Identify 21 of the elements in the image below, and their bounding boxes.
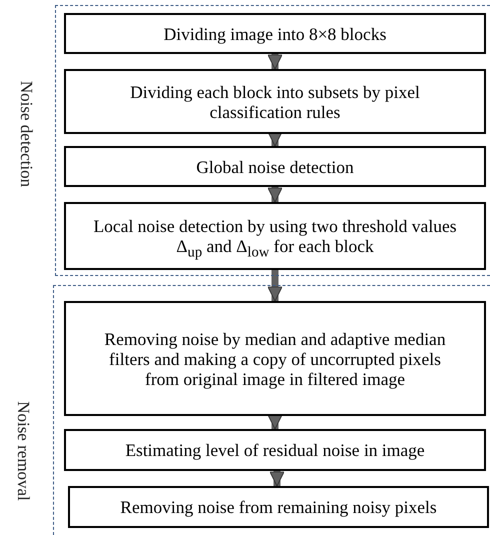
arrow <box>268 270 282 302</box>
group-label: Noise detection <box>16 80 36 188</box>
process-box <box>64 301 486 416</box>
step-text: Dividing each block into subsets by pixel classification rules <box>129 82 421 122</box>
arrow <box>268 54 282 70</box>
process-box <box>64 146 486 187</box>
step-text: Estimating level of residual noise in image <box>124 440 426 460</box>
process-box <box>64 429 486 471</box>
step-text: Removing noise by median and adaptive median filters and making a copy of uncorrupted pixels from original image in filtered image <box>103 328 447 388</box>
group-label: Noise removal <box>12 401 33 501</box>
step-text: Global noise detection <box>195 156 355 176</box>
process-box <box>68 486 489 528</box>
step-text: Removing noise from remaining noisy pixels <box>119 497 438 517</box>
arrow <box>268 187 282 202</box>
arrow <box>270 471 284 486</box>
arrow <box>268 414 282 430</box>
step-text: Dividing image into 8×8 blocks <box>162 24 388 44</box>
process-box <box>64 202 486 270</box>
process-box <box>64 13 486 54</box>
arrow <box>268 132 282 146</box>
process-box <box>64 69 486 134</box>
